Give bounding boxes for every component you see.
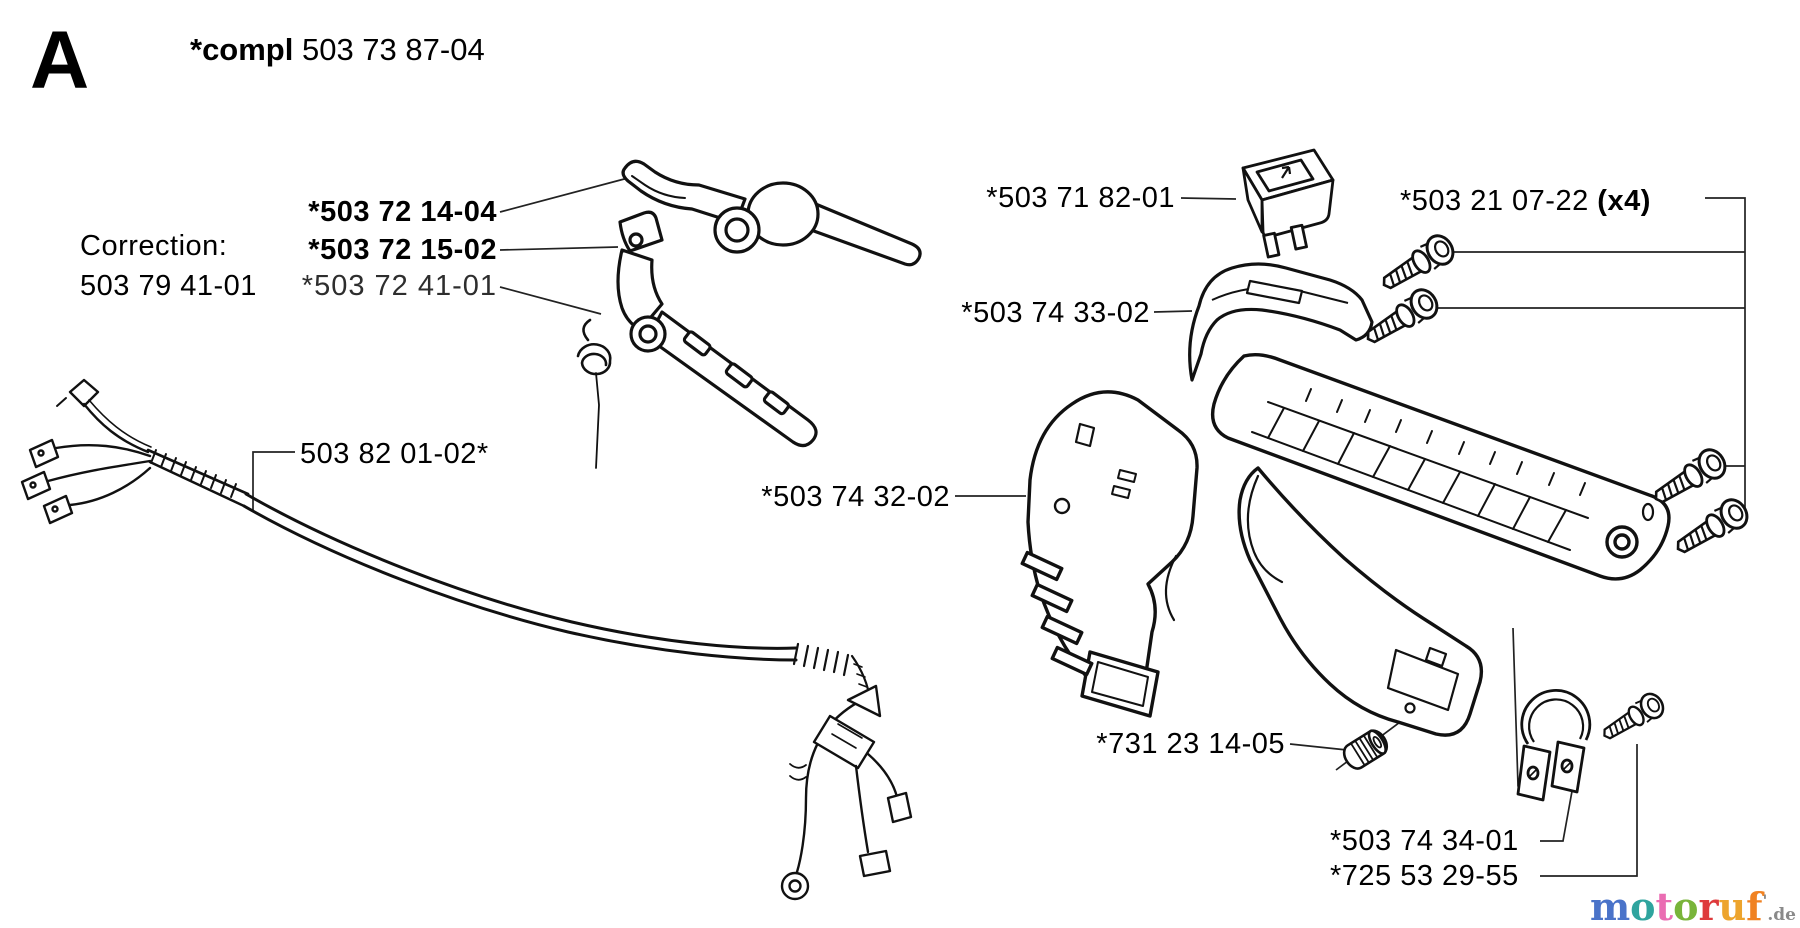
logo-letter: t <box>1655 884 1674 928</box>
correction-part-number: 503 79 41-01 <box>80 270 257 302</box>
leader-handle-cover <box>1153 310 1193 313</box>
part-label-lock-nut: *731 23 14-05 <box>1096 728 1285 760</box>
handle-right-half-drawing <box>1210 352 1671 737</box>
part-label-spring: *503 72 41-01 <box>301 270 497 302</box>
stop-switch-drawing <box>1241 148 1335 259</box>
part-label-wiring-harness: 503 82 01-02* <box>300 438 489 470</box>
handle-left-half-drawing <box>1020 390 1199 718</box>
clamp-drawing <box>1516 689 1592 802</box>
lock-nut-drawing <box>1342 729 1389 770</box>
logo-letter: r <box>1698 884 1719 928</box>
leader-clamp-bolt <box>1540 744 1638 877</box>
wiring-harness-drawing <box>20 378 913 901</box>
logo-letter: u <box>1718 884 1747 928</box>
part-label-handle-half: *503 74 32-02 <box>761 481 950 513</box>
leader-throttle-lever <box>499 177 629 213</box>
logo-letter: o <box>1630 884 1656 928</box>
leader-lockout-lever <box>499 246 619 251</box>
logo-letter: f <box>1746 884 1763 928</box>
correction-title: Correction: <box>80 230 228 262</box>
part-label-handle-cover: *503 74 33-02 <box>961 297 1150 329</box>
compl-prefix: *compl <box>190 32 294 67</box>
throttle-lever-drawing <box>621 159 922 267</box>
part-label-clamp: *503 74 34-01 <box>1330 825 1519 857</box>
part-label-lockout-lever: *503 72 15-02 <box>308 234 497 266</box>
logo-letter: m <box>1589 884 1631 928</box>
compl-assembly-number: *compl 503 73 87-04 <box>190 32 485 68</box>
screw-set-number: *503 21 07-22 <box>1400 185 1598 217</box>
leader-spring <box>499 286 602 315</box>
screw-set-qty: (x4) <box>1597 185 1651 217</box>
part-label-throttle-lever: *503 72 14-04 <box>308 196 497 228</box>
logo-letter: o <box>1673 884 1699 928</box>
compl-number: 503 73 87-04 <box>293 32 485 67</box>
motoruf-logo[interactable]: motoruf'.de <box>1590 882 1796 928</box>
spring-drawing <box>576 318 612 469</box>
leader-stop-switch <box>1180 197 1237 200</box>
clamp-bolt-drawing <box>1596 688 1669 748</box>
part-label-stop-switch: *503 71 82-01 <box>986 182 1175 214</box>
part-label-screw-set: *503 21 07-22 (x4) <box>1400 186 1651 217</box>
leader-screw-set <box>1705 197 1746 514</box>
leader-wiring <box>252 451 295 510</box>
part-label-clamp-bolt: *725 53 29-55 <box>1330 860 1519 892</box>
section-letter: A <box>30 15 90 106</box>
lockout-lever-drawing <box>616 210 818 448</box>
logo-accent: ' <box>1762 891 1768 910</box>
leader-lock-nut <box>1289 743 1348 751</box>
logo-tld: .de <box>1767 905 1796 925</box>
